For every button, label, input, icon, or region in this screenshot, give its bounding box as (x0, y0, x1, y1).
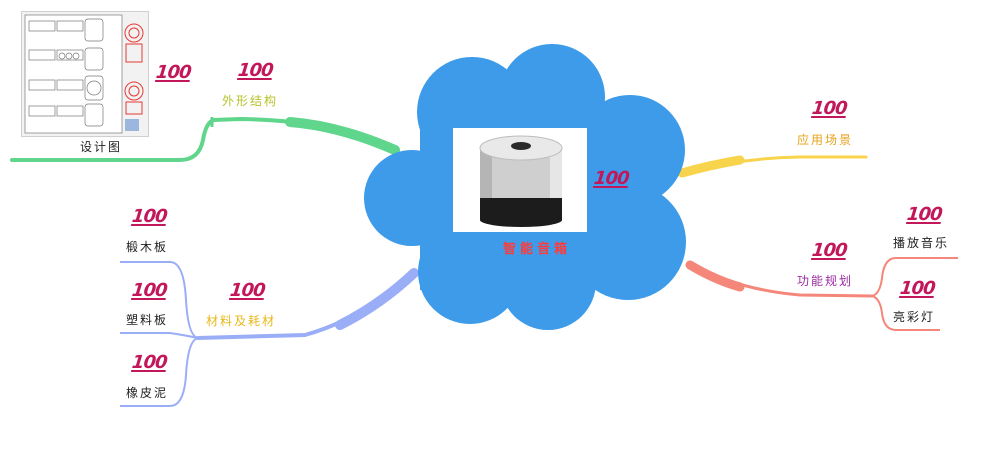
branch-child-line-2 (120, 332, 199, 339)
branch-child-line-3 (120, 337, 199, 407)
design-drawing-image (21, 11, 149, 137)
speaker-product-image (453, 128, 587, 232)
branch-root-materials (335, 268, 419, 330)
central-topic-title[interactable]: 智能音箱 (503, 242, 572, 257)
branch-label-functions[interactable]: 功能规划 (797, 274, 854, 288)
hundred-points-icon: 100 (898, 278, 936, 299)
speaker-graphic (479, 135, 563, 227)
hundred-points-icon: 100 (154, 62, 192, 83)
design-drawing-graphic (24, 14, 144, 134)
branch-root-functions (685, 260, 745, 292)
hundred-points-icon: 100 (810, 240, 848, 261)
child-label-color-light[interactable]: 亮彩灯 (893, 310, 936, 324)
hundred-points-icon: 100 (592, 168, 630, 189)
hundred-points-icon: 100 (905, 204, 943, 225)
child-label-basswood-board[interactable]: 椴木板 (126, 240, 169, 254)
branch-root-scenarios (677, 155, 745, 178)
branch-child-line-play (871, 257, 958, 297)
hundred-points-icon: 100 (130, 206, 168, 227)
hundred-points-icon: 100 (236, 60, 274, 81)
hundred-points-icon: 100 (810, 98, 848, 119)
branch-child-line-light (871, 295, 940, 331)
child-label-plasticine[interactable]: 橡皮泥 (126, 386, 169, 400)
branch-root-appearance (285, 117, 400, 155)
branch-label-materials[interactable]: 材料及耗材 (206, 314, 277, 328)
hundred-points-icon: 100 (130, 352, 168, 373)
branch-label-scenarios[interactable]: 应用场景 (797, 133, 854, 147)
child-label-design-drawing[interactable]: 设计图 (80, 140, 123, 154)
child-label-plastic-board[interactable]: 塑料板 (126, 313, 169, 327)
child-label-play-music[interactable]: 播放音乐 (893, 236, 950, 250)
branch-child-line-1 (120, 261, 199, 339)
hundred-points-icon: 100 (228, 280, 266, 301)
branch-label-appearance[interactable]: 外形结构 (222, 94, 279, 108)
hundred-points-icon: 100 (130, 280, 168, 301)
